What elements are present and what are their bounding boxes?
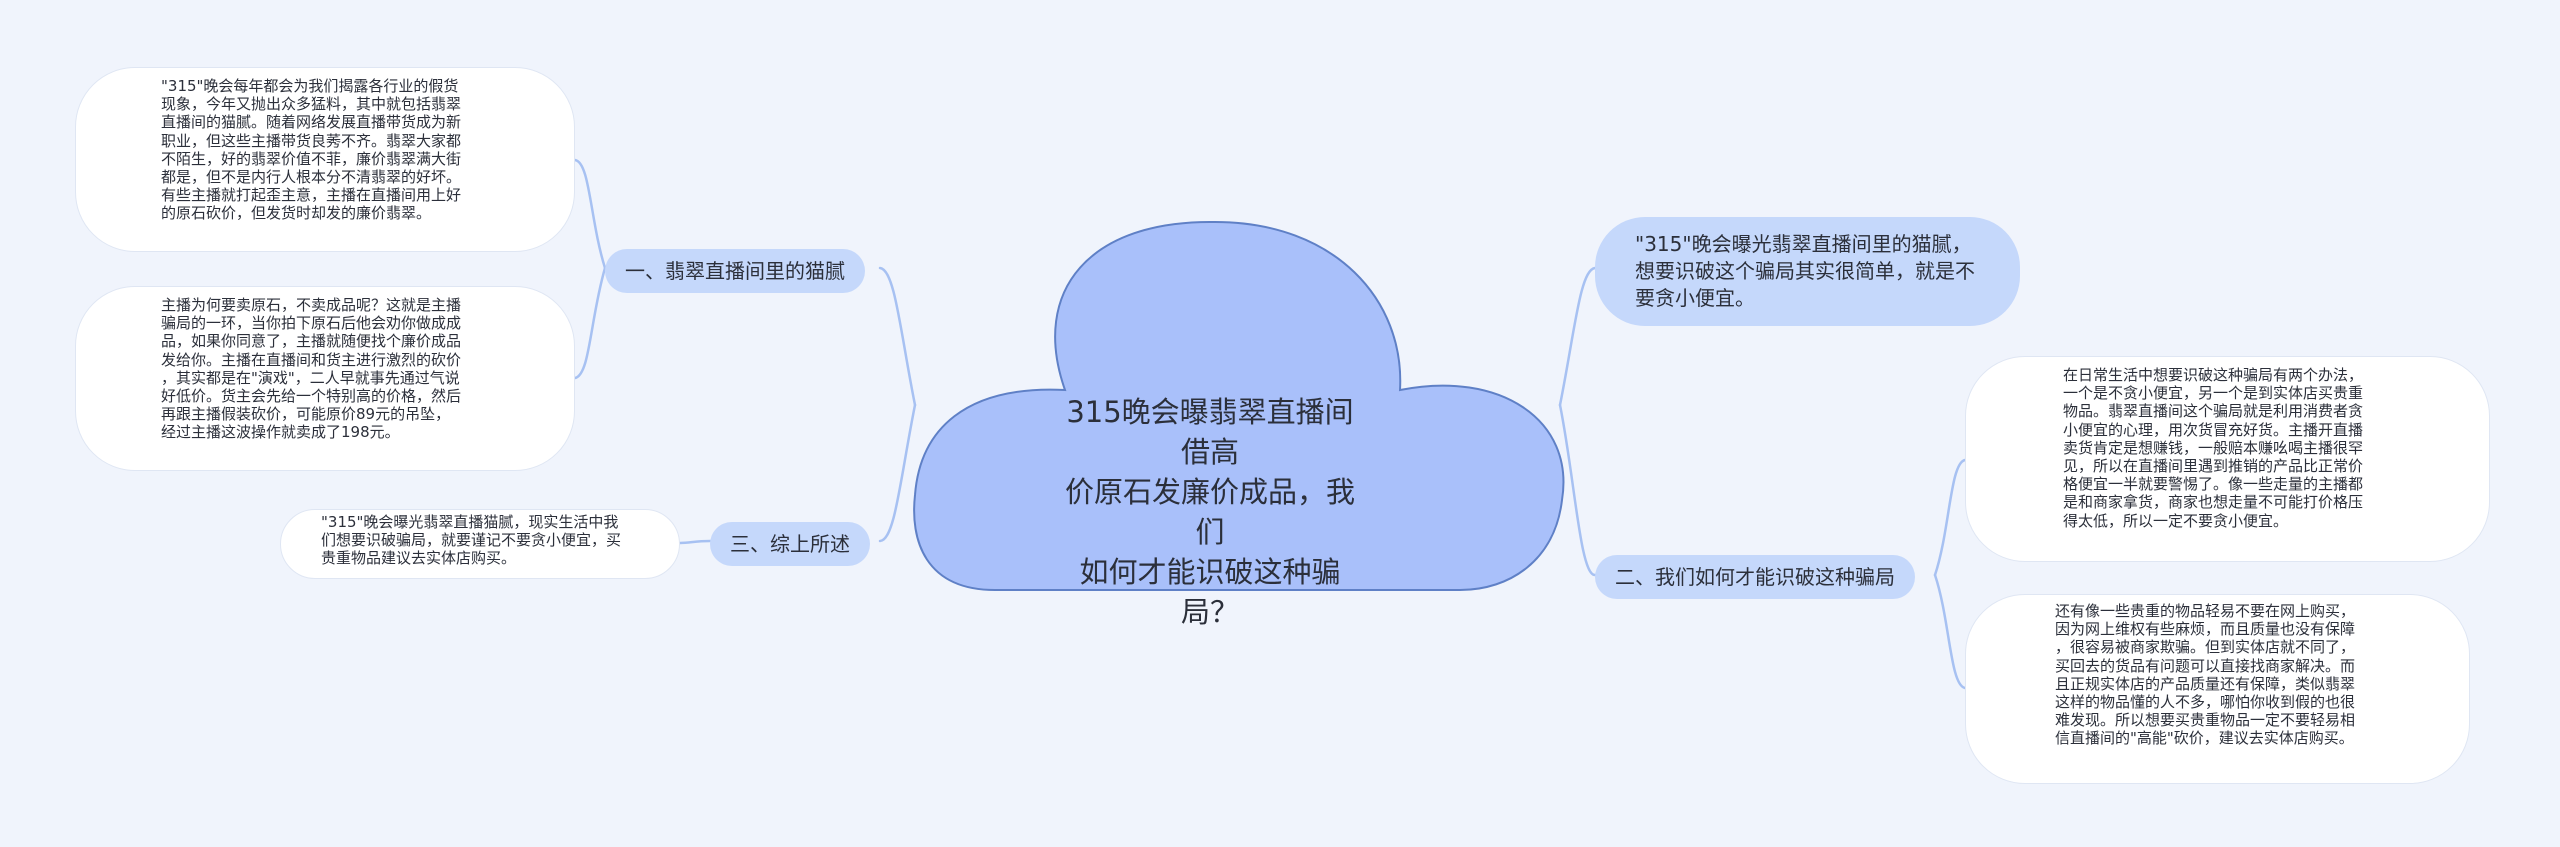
branch-2-how-to-detect[interactable]: 二、我们如何才能识破这种骗局 [1595, 555, 1915, 599]
leaf-two-methods[interactable]: 在日常生活中想要识破这种骗局有两个办法， 一个是不贪小便宜，另一个是到实体店买贵… [1965, 356, 2490, 562]
center-title: 315晚会曝翡翠直播间借高 价原石发廉价成品，我们 如何才能识破这种骗局？ [1060, 392, 1360, 632]
leaf-text: "315"晚会曝光翡翠直播猫腻，现实生活中我 们想要识破骗局，就要谨记不要贪小便… [321, 513, 622, 568]
branch-4-intro[interactable]: "315"晚会曝光翡翠直播间里的猫腻，想要识破这个骗局其实很简单，就是不要贪小便… [1595, 217, 2020, 326]
leaf-315-exposure[interactable]: "315"晚会每年都会为我们揭露各行业的假货 现象，今年又抛出众多猛料，其中就包… [75, 67, 575, 252]
connector-center-b4 [1558, 266, 1597, 407]
connector-b3-l3 [678, 539, 712, 545]
connector-b1-l1 [573, 158, 607, 270]
connector-center-b1 [878, 266, 917, 407]
connector-b2-l4 [1933, 458, 1967, 577]
leaf-text: 还有像一些贵重的物品轻易不要在网上购买， 因为网上维权有些麻烦，而且质量也没有保… [2055, 602, 2356, 748]
connector-center-b3 [878, 403, 917, 543]
leaf-text: 在日常生活中想要识破这种骗局有两个办法， 一个是不贪小便宜，另一个是到实体店买贵… [2063, 366, 2364, 530]
center-title-line-1: 315晚会曝翡翠直播间借高 [1066, 395, 1354, 469]
center-title-line-2: 价原石发廉价成品，我们 [1064, 475, 1355, 549]
center-title-line-3: 如何才能识破这种骗局？ [1079, 555, 1341, 629]
branch-3-summary[interactable]: 三、综上所述 [710, 522, 870, 566]
connector-center-b2 [1558, 403, 1597, 577]
leaf-buy-in-store[interactable]: 还有像一些贵重的物品轻易不要在网上购买， 因为网上维权有些麻烦，而且质量也没有保… [1965, 594, 2470, 784]
branch-1-jade-live-tricks[interactable]: 一、翡翠直播间里的猫腻 [605, 249, 865, 293]
leaf-text: 主播为何要卖原石，不卖成品呢？这就是主播 骗局的一环，当你拍下原石后他会劝你做成… [161, 296, 462, 442]
cloud-shape [913, 220, 1565, 591]
leaf-text: "315"晚会每年都会为我们揭露各行业的假货 现象，今年又抛出众多猛料，其中就包… [161, 77, 462, 223]
connector-b1-l2 [573, 266, 607, 380]
leaf-summary[interactable]: "315"晚会曝光翡翠直播猫腻，现实生活中我 们想要识破骗局，就要谨记不要贪小便… [280, 509, 680, 579]
leaf-why-sell-rough-stone[interactable]: 主播为何要卖原石，不卖成品呢？这就是主播 骗局的一环，当你拍下原石后他会劝你做成… [75, 286, 575, 471]
connector-b2-l5 [1933, 573, 1967, 690]
